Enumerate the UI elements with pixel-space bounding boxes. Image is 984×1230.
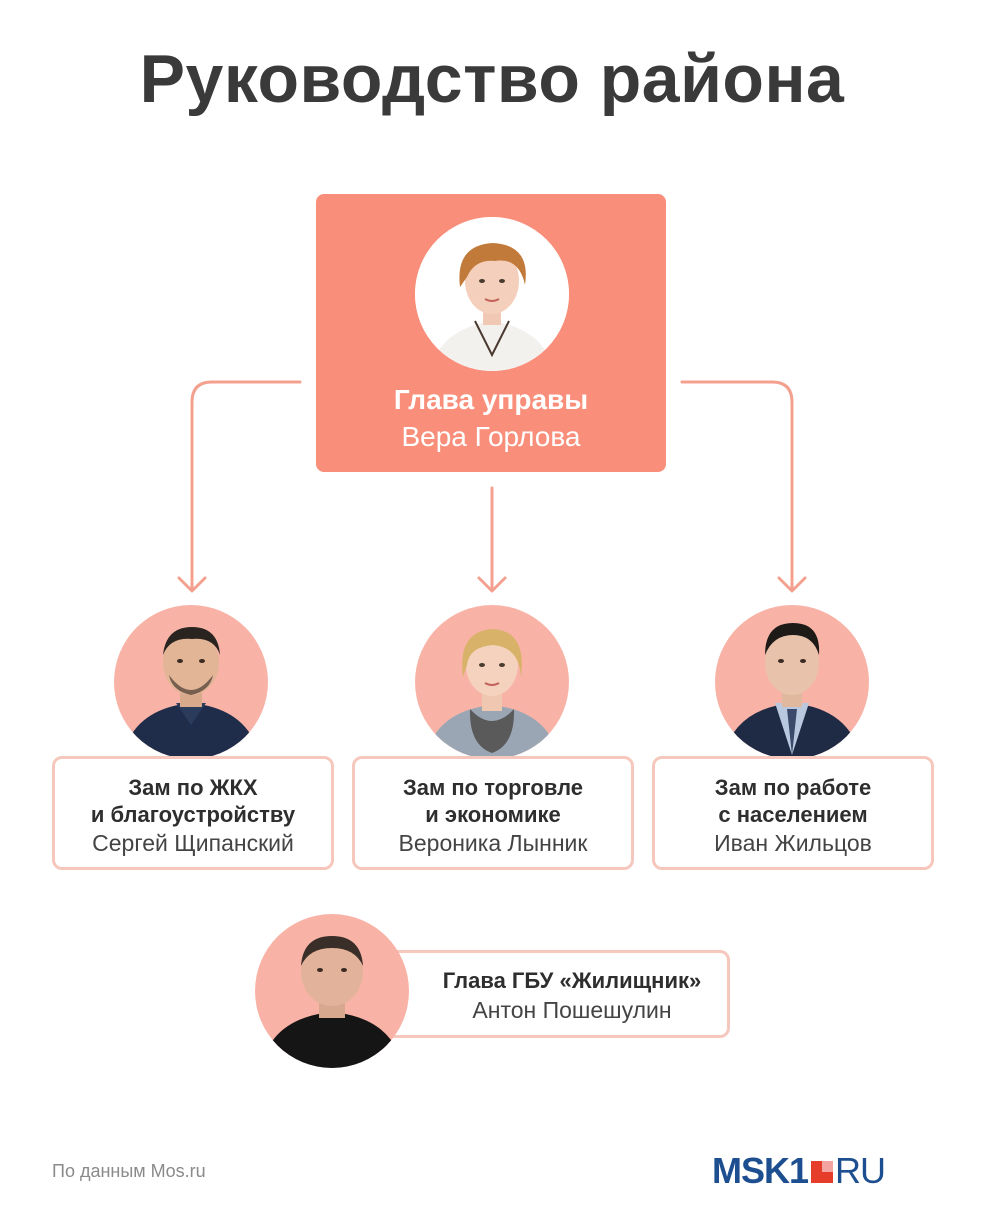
logo-square-icon xyxy=(811,1161,834,1183)
deputy-name: Сергей Щипанский xyxy=(92,830,294,856)
source-note: По данным Mos.ru xyxy=(52,1161,206,1181)
arrow-right xyxy=(680,380,794,592)
deputy-2-photo xyxy=(415,605,569,759)
gbu-card: Глава ГБУ «Жилищник» Антон Пошешулин xyxy=(378,950,730,1038)
deputy-name: Вероника Лынник xyxy=(398,830,588,856)
deputy-role-line2: с населением xyxy=(718,802,868,827)
deputy-role-line1: Зам по работе xyxy=(714,775,872,800)
msk1-logo: MSK1 RU xyxy=(712,1150,886,1191)
head-name: Вера Горлова xyxy=(401,421,581,452)
deputy-role-line1: Зам по ЖКХ xyxy=(128,775,258,800)
deputy-role-line2: и экономике xyxy=(425,802,561,827)
arrow-left xyxy=(190,380,302,592)
page-title: Руководство района xyxy=(139,41,845,117)
deputy-role-line1: Зам по торговле xyxy=(402,775,584,800)
deputy-card-1: Зам по ЖКХ и благоустройству Сергей Щипа… xyxy=(52,756,334,870)
gbu-photo xyxy=(255,914,409,1068)
logo-ru: RU xyxy=(835,1150,886,1191)
deputy-card-3: Зам по работе с населением Иван Жильцов xyxy=(652,756,934,870)
deputy-name: Иван Жильцов xyxy=(714,830,872,856)
logo-msk: MSK1 xyxy=(712,1150,809,1191)
gbu-role: Глава ГБУ «Жилищник» xyxy=(442,968,702,993)
deputy-card-2: Зам по торговле и экономике Вероника Лын… xyxy=(352,756,634,870)
head-role: Глава управы xyxy=(393,384,589,415)
head-card: Глава управы Вера Горлова xyxy=(316,194,666,472)
head-photo xyxy=(415,217,569,371)
gbu-name: Антон Пошешулин xyxy=(472,997,672,1023)
deputy-1-photo xyxy=(114,605,268,759)
deputy-3-photo xyxy=(715,605,869,759)
deputy-role-line2: и благоустройству xyxy=(90,802,296,827)
